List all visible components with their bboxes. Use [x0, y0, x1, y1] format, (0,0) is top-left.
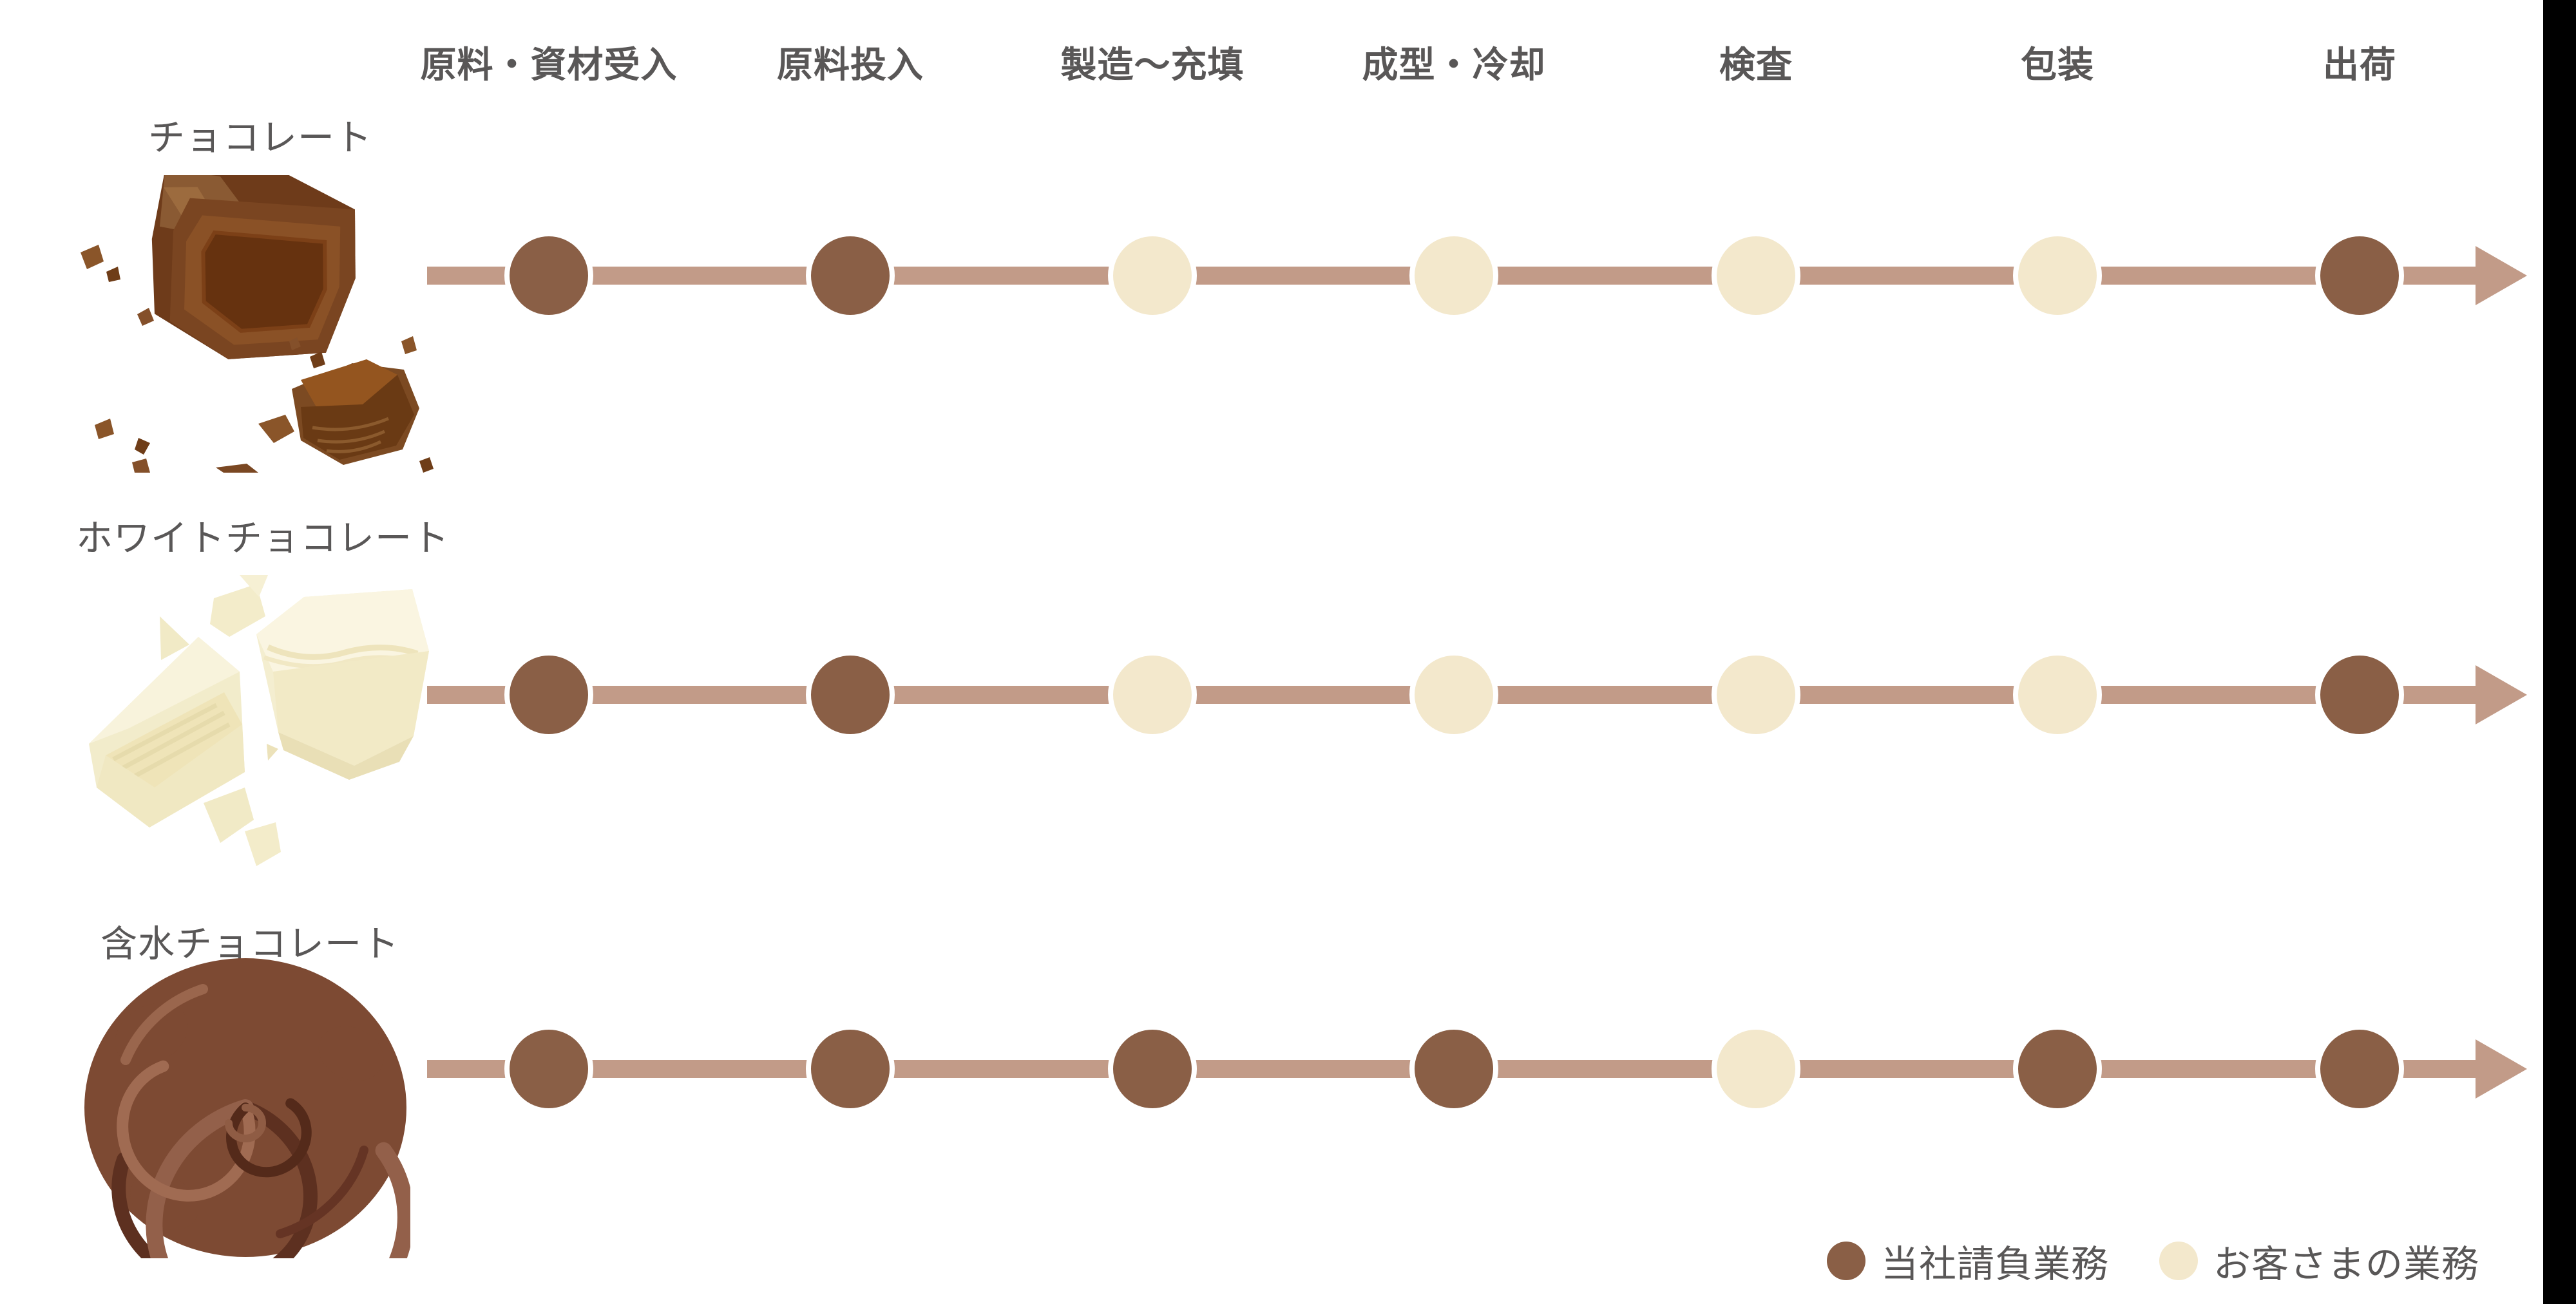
column-header: 原料・資材受入	[420, 44, 678, 86]
product-label-hydrous-chocolate: 含水チョコレート	[100, 923, 399, 965]
step-circle	[1113, 1030, 1192, 1108]
step-circle	[1113, 236, 1192, 315]
step-circle	[510, 656, 588, 734]
step-circle	[1415, 656, 1493, 734]
column-header: 成型・冷却	[1362, 44, 1546, 86]
legend-item-company-work: 当社請負業務	[1826, 1234, 2109, 1288]
step-circle	[2018, 656, 2097, 734]
step-circle	[2320, 656, 2399, 734]
step-circle	[811, 236, 890, 315]
step-circle	[1415, 1030, 1493, 1108]
legend: 当社請負業務 お客さまの業務	[1826, 1234, 2479, 1288]
legend-dot-dark	[1826, 1242, 1865, 1280]
step-circle	[510, 1030, 588, 1108]
flow-arrowhead-icon	[2476, 665, 2527, 724]
right-edge-black-strip	[2543, 0, 2576, 1304]
step-circle	[811, 1030, 890, 1108]
column-header: 原料投入	[777, 44, 924, 86]
white-chocolate-chunks-image	[89, 575, 429, 866]
legend-dot-light	[2159, 1242, 2198, 1280]
step-circle	[2018, 1030, 2097, 1108]
product-label-white-chocolate: ホワイトチョコレート	[76, 517, 450, 560]
step-circle	[1717, 236, 1795, 315]
step-circle	[2320, 1030, 2399, 1108]
column-header: 包装	[2021, 44, 2094, 86]
milk-chocolate-pieces-image	[81, 175, 434, 473]
flow-arrowhead-icon	[2476, 246, 2527, 305]
step-circle	[1415, 236, 1493, 315]
step-circle	[510, 236, 588, 315]
legend-label-customer-work: お客さまの業務	[2213, 1242, 2479, 1286]
column-header: 検査	[1719, 44, 1793, 86]
column-header: 製造〜充填	[1060, 44, 1245, 86]
step-circle	[2018, 236, 2097, 315]
chocolate-cream-swirl-image	[84, 958, 410, 1258]
step-circle	[811, 656, 890, 734]
legend-label-company-work: 当社請負業務	[1880, 1242, 2109, 1286]
column-header: 出荷	[2323, 44, 2396, 86]
step-circle	[1717, 1030, 1795, 1108]
flow-arrowhead-icon	[2476, 1039, 2527, 1099]
step-circle	[1113, 656, 1192, 734]
legend-item-customer-work: お客さまの業務	[2159, 1234, 2479, 1288]
step-circle	[2320, 236, 2399, 315]
step-circle	[1717, 656, 1795, 734]
product-label-chocolate: チョコレート	[148, 117, 372, 159]
